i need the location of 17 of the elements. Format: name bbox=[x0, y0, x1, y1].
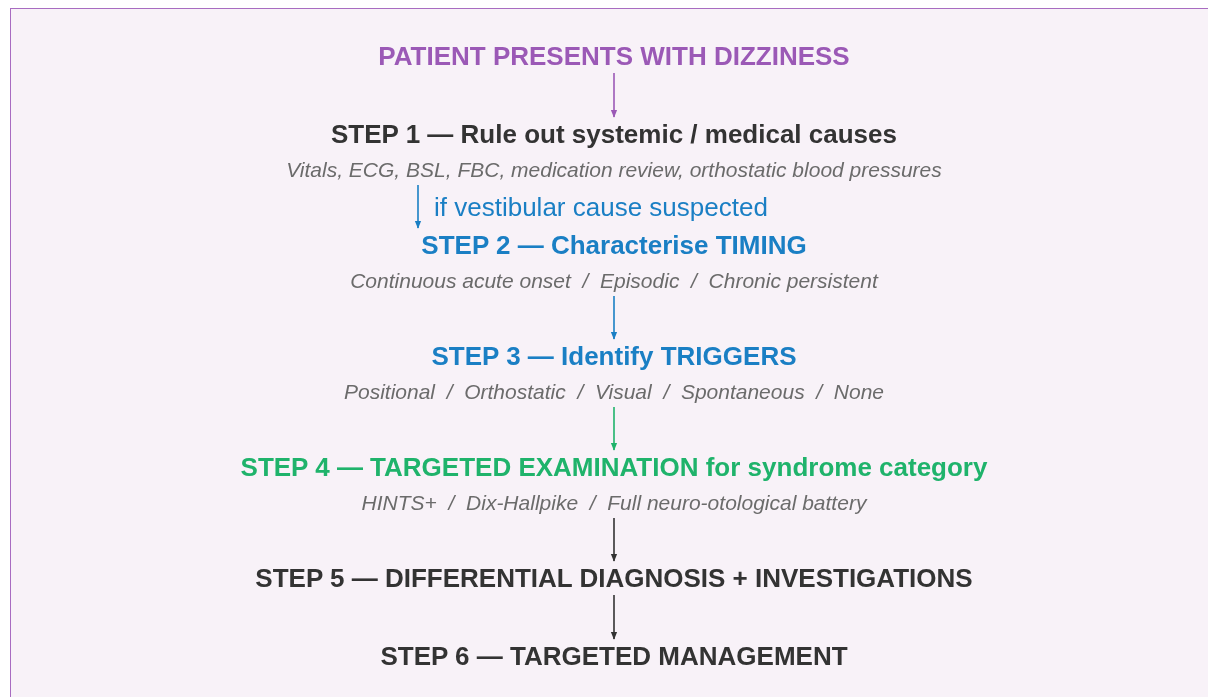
step-heading: PATIENT PRESENTS WITH DIZZINESS bbox=[378, 41, 850, 71]
arrow bbox=[414, 184, 422, 229]
step-heading: STEP 5 — DIFFERENTIAL DIAGNOSIS + INVESTIGATIONS bbox=[255, 563, 973, 593]
step-heading: STEP 6 — TARGETED MANAGEMENT bbox=[380, 641, 848, 671]
step-heading: STEP 3 — Identify TRIGGERS bbox=[430, 341, 798, 371]
step-details: Positional / Orthostatic / Visual / Spontaneous / None bbox=[343, 379, 885, 405]
step-heading: STEP 2 — Characterise TIMING bbox=[420, 230, 808, 260]
step-heading: STEP 1 — Rule out systemic / medical causes bbox=[330, 119, 898, 149]
step-heading: STEP 4 — TARGETED EXAMINATION for syndrome category bbox=[240, 452, 988, 482]
arrow bbox=[610, 295, 618, 340]
step-details: HINTS+ / Dix-Hallpike / Full neuro-otological battery bbox=[360, 490, 869, 516]
arrow bbox=[610, 517, 618, 562]
arrow bbox=[610, 594, 618, 640]
step-details: Vitals, ECG, BSL, FBC, medication review, orthostatic blood pressures bbox=[286, 157, 942, 183]
arrow bbox=[610, 72, 618, 118]
step-details: Continuous acute onset / Episodic / Chronic persistent bbox=[350, 268, 878, 294]
arrow bbox=[610, 406, 618, 451]
